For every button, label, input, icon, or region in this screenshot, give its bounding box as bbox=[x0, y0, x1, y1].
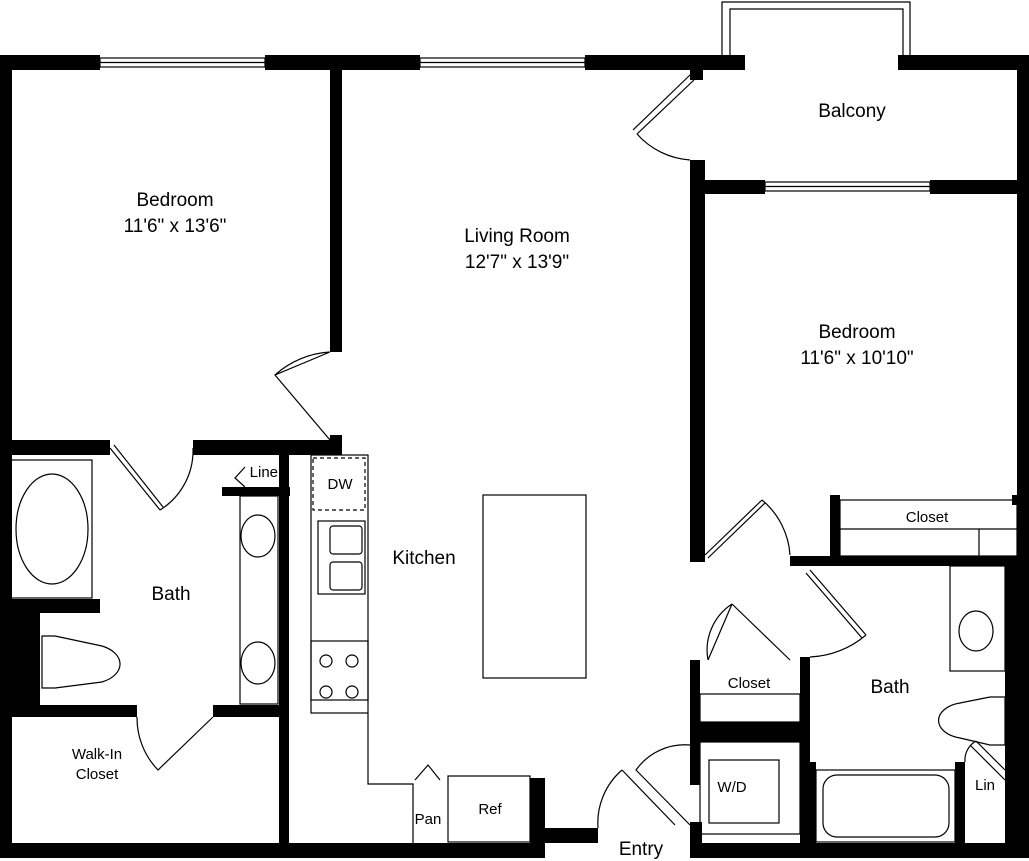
hall-closet-label: Closet bbox=[728, 675, 771, 692]
bath-1-label: Bath bbox=[151, 584, 190, 605]
bedroom-2-closet-label: Closet bbox=[906, 509, 949, 526]
walk-in-closet-label-1: Walk-In bbox=[72, 746, 122, 763]
toilet bbox=[41, 635, 121, 689]
refrigerator bbox=[447, 775, 531, 843]
refrigerator-label: Ref bbox=[478, 801, 502, 818]
kitchen-label: Kitchen bbox=[392, 548, 455, 569]
dishwasher bbox=[312, 457, 366, 511]
linen-label: Linen bbox=[250, 464, 287, 481]
bathtub-oval bbox=[9, 459, 93, 599]
vanity-2 bbox=[949, 565, 1006, 672]
doors bbox=[109, 74, 1006, 829]
washer-dryer bbox=[708, 759, 780, 824]
bathtub bbox=[815, 769, 956, 843]
walls bbox=[0, 55, 1029, 858]
stove bbox=[310, 640, 369, 714]
walk-in-closet-label-2: Closet bbox=[76, 766, 119, 783]
bath-2-label: Bath bbox=[870, 677, 909, 698]
bedroom-1-label: Bedroom bbox=[136, 190, 213, 211]
balcony-label: Balcony bbox=[818, 101, 886, 122]
pantry-label: Pan bbox=[415, 811, 442, 828]
lin-label: Lin bbox=[975, 777, 995, 794]
washer-dryer-label: W/D bbox=[717, 779, 746, 796]
entry-label: Entry bbox=[619, 839, 664, 860]
fixtures bbox=[9, 454, 1018, 843]
windows bbox=[99, 1, 931, 192]
bedroom-2-label: Bedroom bbox=[818, 322, 895, 343]
vanity bbox=[239, 495, 279, 705]
living-room-label: Living Room bbox=[464, 226, 570, 247]
toilet-2 bbox=[938, 696, 1006, 746]
bedroom-1-size: 11'6" x 13'6" bbox=[124, 216, 227, 237]
kitchen-island bbox=[482, 494, 587, 679]
living-room-size: 12'7" x 13'9" bbox=[465, 252, 569, 273]
sink bbox=[317, 520, 366, 595]
dishwasher-label: DW bbox=[328, 476, 354, 493]
bedroom-2-size: 11'6" x 10'10" bbox=[800, 348, 913, 369]
